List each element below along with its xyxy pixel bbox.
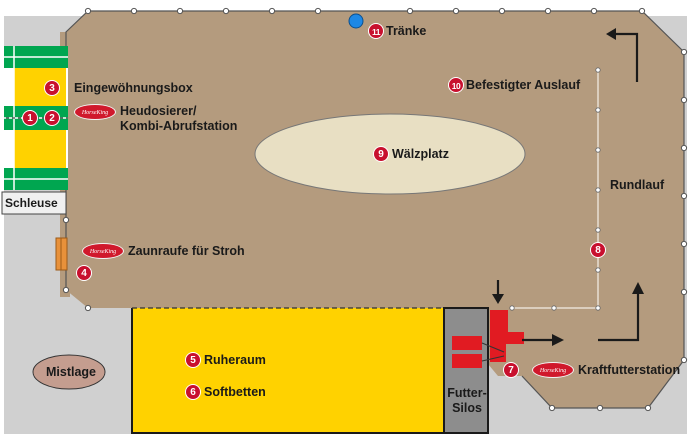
marker-6: 6 bbox=[185, 384, 201, 400]
mistlage-shape bbox=[32, 354, 106, 390]
label-waelzplatz: Wälzplatz bbox=[392, 147, 449, 161]
marker-9: 9 bbox=[373, 146, 389, 162]
label-rundlauf: Rundlauf bbox=[610, 178, 665, 192]
marker-2: 2 bbox=[44, 110, 60, 126]
rundlauf-posts bbox=[509, 67, 601, 311]
marker-1: 1 bbox=[22, 110, 38, 126]
marker-10: 10 bbox=[448, 77, 464, 93]
label-traenke: Tränke bbox=[386, 24, 427, 38]
marker-8: 8 bbox=[590, 242, 606, 258]
label-heudosierer: Heudosierer/ Kombi-Abrufstation bbox=[120, 104, 238, 133]
silo-chute-2 bbox=[452, 354, 482, 368]
feed-station bbox=[490, 310, 524, 362]
horseking-logo-heudosierer: HorseKing bbox=[74, 104, 116, 120]
chute-line-2 bbox=[481, 355, 505, 362]
label-befestigter-auslauf: Befestigter Auslauf bbox=[466, 78, 581, 92]
label-eingewoehnungsbox: Eingewöhnungsbox bbox=[74, 81, 193, 95]
label-kraftfutterstation: Kraftfutterstation bbox=[578, 363, 681, 377]
chute-line-1 bbox=[481, 342, 505, 353]
label-softbetten: Softbetten bbox=[204, 385, 266, 399]
ruheraum-area bbox=[132, 308, 444, 433]
silo-area bbox=[443, 307, 489, 434]
horseking-logo-zaunraufe: HorseKing bbox=[82, 243, 124, 259]
label-schleuse: Schleuse bbox=[5, 196, 58, 210]
hay-box-area bbox=[14, 130, 66, 170]
label-ruheraum: Ruheraum bbox=[204, 353, 266, 367]
schleuse-box bbox=[1, 191, 67, 215]
silo-chute-1 bbox=[452, 336, 482, 350]
marker-11: 11 bbox=[368, 23, 384, 39]
label-futtersilos: Futter- Silos bbox=[447, 386, 487, 415]
marker-7: 7 bbox=[503, 362, 519, 378]
marker-4: 4 bbox=[76, 265, 92, 281]
water-trough bbox=[348, 13, 364, 29]
label-zaunraufe: Zaunraufe für Stroh bbox=[128, 244, 245, 258]
label-mistlage: Mistlage bbox=[46, 365, 97, 379]
marker-5: 5 bbox=[185, 352, 201, 368]
arrow-heads bbox=[492, 28, 644, 346]
fence-posts bbox=[62, 7, 688, 412]
horseking-logo-kraftfutter: HorseKing bbox=[532, 362, 574, 378]
marker-3: 3 bbox=[44, 80, 60, 96]
waelzplatz-shape bbox=[254, 113, 526, 195]
flow-arrows bbox=[496, 32, 640, 342]
